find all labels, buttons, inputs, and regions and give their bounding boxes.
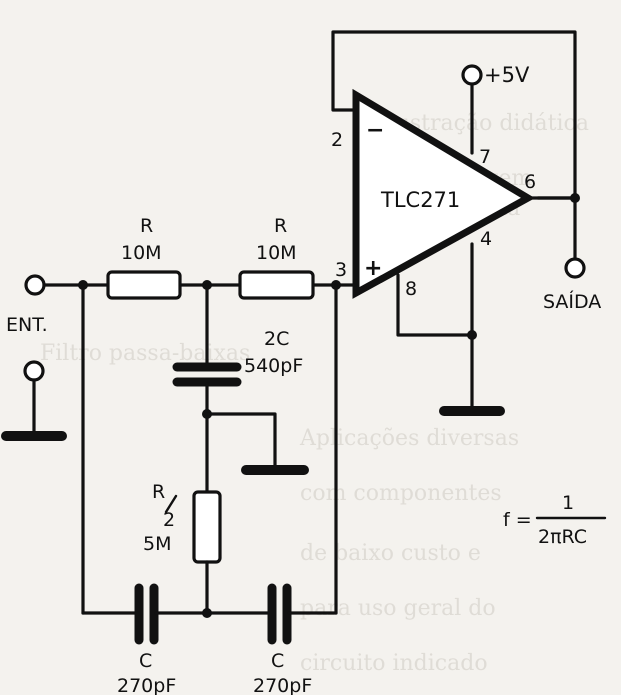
pin6-label: 6: [524, 171, 536, 193]
formula-numerator: 1: [562, 492, 574, 514]
output-label: SAÍDA: [543, 290, 601, 313]
vcc-terminal: [461, 64, 483, 86]
pin8-junction-dot: [467, 330, 477, 340]
inverting-sign: −: [366, 118, 384, 143]
svg-text:de baixo custo e: de baixo custo e: [300, 541, 481, 566]
rhalf-value-label: 5M: [143, 533, 171, 555]
r2-name-label: R: [274, 215, 287, 237]
svg-text:Aplicações diversas: Aplicações diversas: [299, 426, 519, 451]
r1-value-label: 10M: [121, 242, 162, 264]
input-terminal: [24, 274, 46, 296]
output-junction-dot: [570, 193, 580, 203]
c2c-ground-wire: [205, 412, 277, 470]
rhalf-fraction-slash: [164, 494, 178, 514]
pin3-label: 3: [335, 259, 347, 281]
vcc-label: +5V: [484, 63, 530, 87]
opamp-part-label: TLC271: [380, 188, 460, 212]
c2c-value-label: 540pF: [244, 355, 303, 377]
svg-text:com componentes: com componentes: [300, 481, 502, 506]
junction-dot-bottom: [202, 608, 212, 618]
input-label: ENT.: [6, 314, 48, 336]
pin7-label: 7: [479, 146, 491, 168]
rhalf-den-label: 2: [163, 509, 175, 531]
resistor-rhalf: [192, 490, 222, 564]
resistor-r1: [106, 270, 182, 300]
opamp-symbol: [352, 88, 536, 299]
c2-value-label: 270pF: [253, 675, 312, 695]
resistor-r2: [238, 270, 315, 300]
svg-text:circuito indicado: circuito indicado: [300, 651, 488, 676]
r1-name-label: R: [140, 215, 153, 237]
pin8-label: 8: [405, 278, 417, 300]
formula-denominator: 2πRC: [538, 526, 587, 548]
c1-value-label: 270pF: [117, 675, 176, 695]
pin8-wire: [396, 273, 474, 337]
output-terminal: [564, 257, 586, 279]
svg-text:para uso geral do: para uso geral do: [300, 596, 496, 621]
svg-text:Filtro passa-baixas: Filtro passa-baixas: [40, 341, 250, 366]
rhalf-num-label: R: [152, 481, 165, 503]
input-ground-terminal: [23, 360, 45, 382]
pin4-label: 4: [480, 228, 492, 250]
cutoff-formula: f = 1 2πRC: [503, 492, 607, 548]
c1-name-label: C: [139, 650, 152, 672]
pin2-label: 2: [331, 129, 343, 151]
formula-lhs: f =: [503, 509, 532, 531]
noninverting-sign: +: [364, 256, 382, 281]
c2-name-label: C: [271, 650, 284, 672]
r2-value-label: 10M: [256, 242, 297, 264]
c2c-name-label: 2C: [264, 328, 289, 350]
